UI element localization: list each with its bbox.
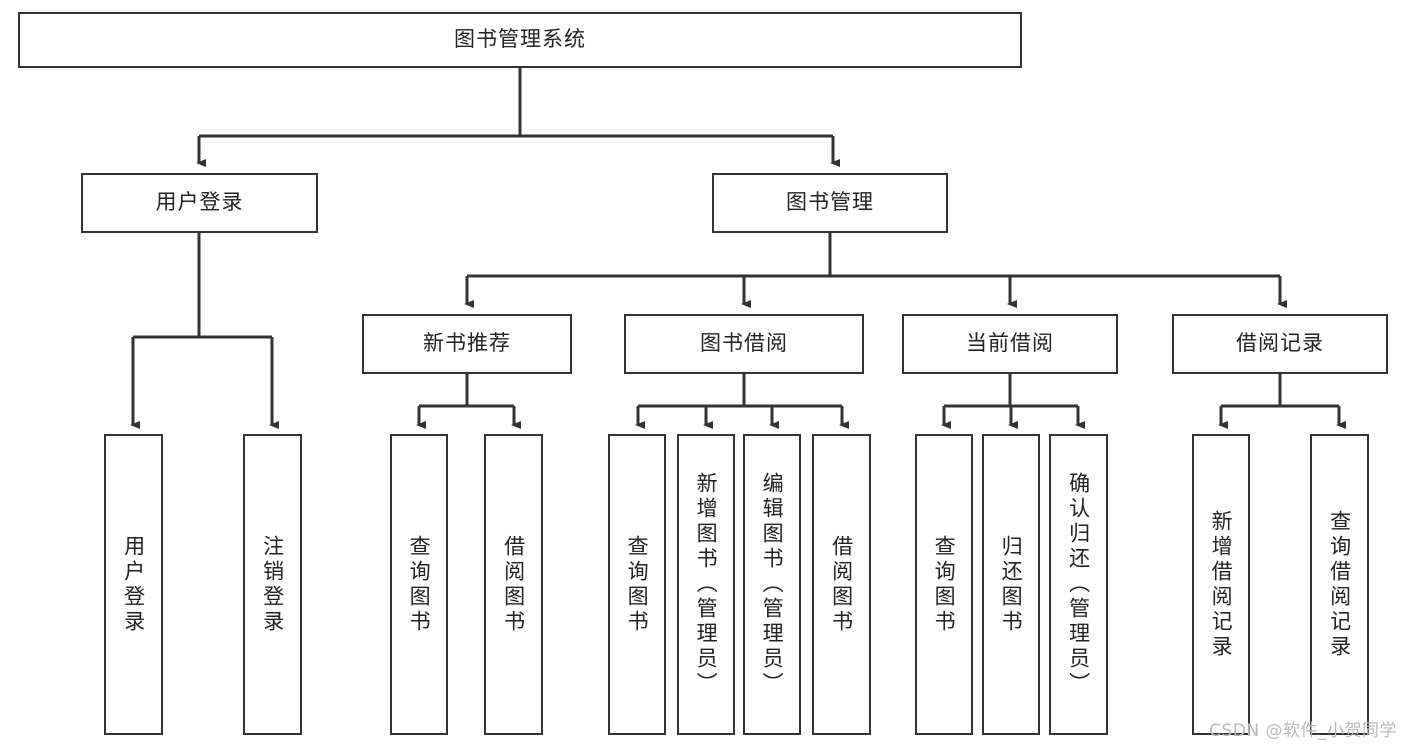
leaf-query-book-borrow-label: 查询图书 [625, 534, 650, 635]
node-borrow-records-label: 借阅记录 [1236, 331, 1324, 356]
node-book-management-label: 图书管理 [786, 190, 874, 215]
leaf-edit-book-admin-label: 编辑图书（管理员） [760, 472, 785, 697]
node-new-book-recommend[interactable]: 新书推荐 [362, 314, 572, 374]
leaf-confirm-return-admin[interactable]: 确认归还（管理员） [1049, 434, 1108, 735]
leaf-query-borrow-record-label: 查询借阅记录 [1327, 509, 1352, 660]
leaf-user-login[interactable]: 用户登录 [104, 434, 163, 735]
leaf-add-book-admin-label: 新增图书（管理员） [694, 472, 719, 697]
leaf-return-book[interactable]: 归还图书 [982, 434, 1040, 735]
node-current-borrow-label: 当前借阅 [966, 331, 1054, 356]
leaf-logout[interactable]: 注销登录 [243, 434, 302, 735]
node-root-label: 图书管理系统 [454, 27, 586, 52]
leaf-query-book-recommend[interactable]: 查询图书 [390, 434, 448, 735]
node-root[interactable]: 图书管理系统 [18, 12, 1022, 68]
leaf-confirm-return-admin-label: 确认归还（管理员） [1066, 472, 1091, 697]
leaf-user-login-label: 用户登录 [121, 534, 146, 635]
node-current-borrow[interactable]: 当前借阅 [902, 314, 1118, 374]
leaf-add-book-admin[interactable]: 新增图书（管理员） [677, 434, 735, 735]
node-user-login-label: 用户登录 [155, 190, 244, 215]
leaf-edit-book-admin[interactable]: 编辑图书（管理员） [743, 434, 801, 735]
leaf-query-borrow-record[interactable]: 查询借阅记录 [1310, 434, 1369, 735]
leaf-add-borrow-record-label: 新增借阅记录 [1209, 509, 1234, 660]
leaf-logout-label: 注销登录 [260, 534, 285, 635]
node-book-borrow[interactable]: 图书借阅 [624, 314, 864, 374]
leaf-borrow-book[interactable]: 借阅图书 [812, 434, 871, 735]
leaf-query-book-recommend-label: 查询图书 [407, 534, 432, 635]
node-new-book-recommend-label: 新书推荐 [423, 331, 511, 356]
leaf-query-book-borrow[interactable]: 查询图书 [608, 434, 666, 735]
leaf-return-book-label: 归还图书 [999, 534, 1024, 635]
leaf-query-book-current-label: 查询图书 [932, 534, 957, 635]
leaf-query-book-current[interactable]: 查询图书 [915, 434, 973, 735]
node-user-login[interactable]: 用户登录 [81, 173, 318, 233]
node-book-borrow-label: 图书借阅 [700, 331, 788, 356]
leaf-borrow-book-recommend[interactable]: 借阅图书 [484, 434, 543, 735]
node-borrow-records[interactable]: 借阅记录 [1172, 314, 1388, 374]
leaf-add-borrow-record[interactable]: 新增借阅记录 [1192, 434, 1250, 735]
leaf-borrow-book-recommend-label: 借阅图书 [501, 534, 526, 635]
leaf-borrow-book-label: 借阅图书 [829, 534, 854, 635]
node-book-management[interactable]: 图书管理 [712, 173, 948, 233]
